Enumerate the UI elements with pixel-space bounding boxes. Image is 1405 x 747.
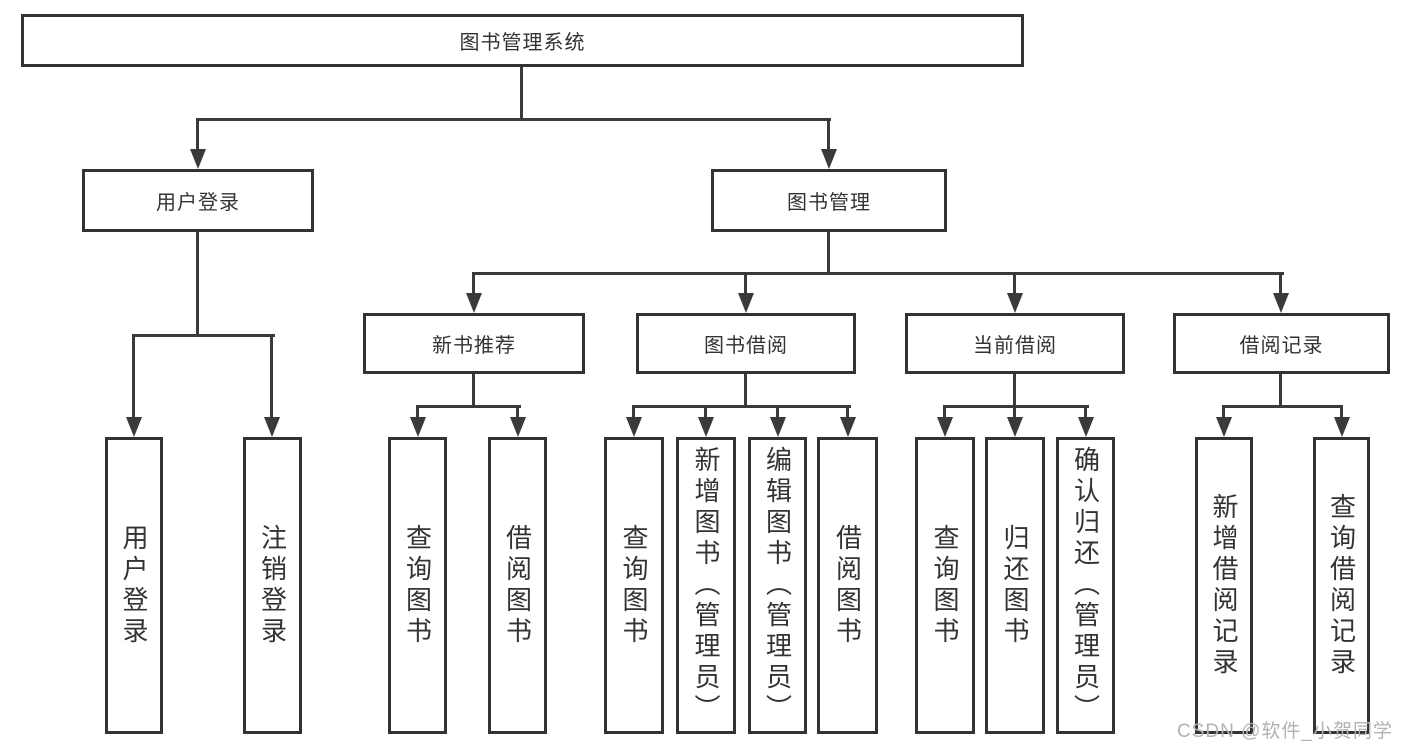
leaf-query-books-recommend-label: 查询图书 [402,523,433,648]
leaf-query-books-current-label: 查询图书 [930,523,960,648]
arrow-down-icon [1007,293,1023,313]
node-book-management: 图书管理 [711,169,947,232]
arrow-down-icon [1007,417,1023,437]
node-user-login-label: 用户登录 [156,192,240,214]
leaf-confirm-return-admin: 确认归还（管理员） [1056,437,1115,734]
leaf-user-login-label: 用户登录 [119,523,149,648]
connector-line [632,405,635,418]
connector-line [1013,272,1016,294]
arrow-down-icon [510,417,526,437]
leaf-logout-label: 注销登录 [257,523,288,648]
leaf-add-books-admin: 新增图书（管理员） [676,437,736,734]
arrow-down-icon [626,417,642,437]
connector-line [132,334,275,337]
node-user-login: 用户登录 [82,169,314,232]
leaf-borrow-books-label: 借阅图书 [832,523,863,648]
connector-line [827,118,830,151]
connector-line [1084,405,1087,418]
leaf-return-books-label: 归还图书 [1000,523,1030,648]
connector-line [744,374,747,408]
leaf-query-books-borrowing: 查询图书 [604,437,664,734]
connector-line [1279,272,1282,294]
connector-line [516,405,519,418]
leaf-edit-books-admin: 编辑图书（管理员） [748,437,807,734]
node-book-borrowing: 图书借阅 [636,313,856,374]
watermark: CSDN @软件_小贺同学 [1177,721,1393,742]
arrow-down-icon [1334,417,1350,437]
connector-line [196,118,199,151]
connector-line [416,405,419,418]
connector-line [632,405,851,408]
leaf-borrow-books: 借阅图书 [817,437,878,734]
arrow-down-icon [770,417,786,437]
leaf-confirm-return-admin-label: 确认归还（管理员） [1070,446,1101,725]
leaf-query-books-borrowing-label: 查询图书 [619,523,649,648]
arrow-down-icon [698,417,714,437]
leaf-borrow-books-recommend: 借阅图书 [488,437,547,734]
leaf-add-borrow-record: 新增借阅记录 [1195,437,1253,734]
connector-line [827,232,830,275]
connector-line [943,405,1089,408]
arrow-down-icon [1078,417,1094,437]
node-root: 图书管理系统 [21,14,1024,67]
node-new-book-recommend: 新书推荐 [363,313,585,374]
connector-line [472,272,475,294]
connector-line [196,232,199,337]
node-borrowing-records-label: 借阅记录 [1239,335,1324,357]
connector-line [776,405,779,418]
arrow-down-icon [126,417,142,437]
arrow-down-icon [190,149,206,169]
arrow-down-icon [410,417,426,437]
connector-line [472,374,475,408]
arrow-down-icon [840,417,856,437]
arrow-down-icon [264,417,280,437]
leaf-logout: 注销登录 [243,437,302,734]
connector-line [1222,405,1343,408]
arrow-down-icon [937,417,953,437]
arrow-down-icon [1216,417,1232,437]
leaf-borrow-books-recommend-label: 借阅图书 [502,523,533,648]
connector-line [132,334,135,417]
connector-line [520,67,523,120]
leaf-query-books-current: 查询图书 [915,437,975,734]
connector-line [1279,374,1282,408]
connector-line [943,405,946,418]
connector-line [1222,405,1225,418]
connector-line [270,334,273,417]
leaf-return-books: 归还图书 [985,437,1045,734]
leaf-query-books-recommend: 查询图书 [388,437,447,734]
connector-line [1340,405,1343,418]
connector-line [846,405,849,418]
leaf-query-borrow-record-label: 查询借阅记录 [1326,492,1357,679]
node-new-book-recommend-label: 新书推荐 [432,335,516,357]
connector-line [472,272,1284,275]
connector-line [196,118,831,121]
leaf-add-borrow-record-label: 新增借阅记录 [1209,492,1239,679]
arrow-down-icon [821,149,837,169]
connector-line [744,272,747,294]
leaf-add-books-admin-label: 新增图书（管理员） [691,446,721,725]
arrow-down-icon [738,293,754,313]
leaf-edit-books-admin-label: 编辑图书（管理员） [762,446,793,725]
node-current-borrowing: 当前借阅 [905,313,1125,374]
connector-line [704,405,707,418]
leaf-query-borrow-record: 查询借阅记录 [1313,437,1370,734]
connector-line [1013,405,1016,418]
arrow-down-icon [1273,293,1289,313]
leaf-user-login: 用户登录 [105,437,163,734]
node-root-label: 图书管理系统 [459,32,586,54]
node-book-borrowing-label: 图书借阅 [704,335,788,357]
arrow-down-icon [466,293,482,313]
connector-line [416,405,521,408]
connector-line [1013,374,1016,408]
node-borrowing-records: 借阅记录 [1173,313,1390,374]
node-current-borrowing-label: 当前借阅 [973,335,1057,357]
node-book-management-label: 图书管理 [787,192,871,214]
